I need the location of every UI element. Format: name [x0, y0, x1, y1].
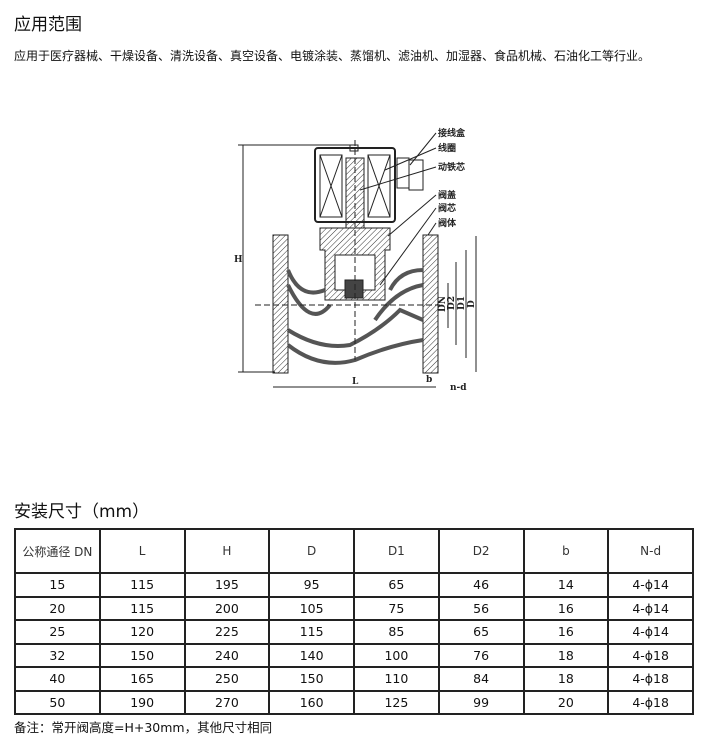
table-cell: 115: [268, 619, 355, 645]
table-cell: 75: [353, 595, 440, 621]
table-cell: 195: [183, 572, 271, 598]
table-cell: 140: [268, 642, 355, 668]
table-cell: 65: [437, 619, 525, 645]
header-cell: b: [522, 528, 610, 574]
table-cell: 120: [98, 619, 186, 645]
header-cell: N-d: [607, 528, 694, 574]
table-cell: 20: [14, 595, 101, 621]
table-cell: 16: [522, 595, 610, 621]
table-cell: 165: [98, 666, 186, 692]
table-cell: 4-ϕ14: [607, 619, 694, 645]
table-cell: 18: [522, 642, 610, 668]
table-cell: 76: [437, 642, 525, 668]
table-cell: 14: [522, 572, 610, 598]
table-cell: 4-ϕ14: [607, 595, 694, 621]
header-cell: 公称通径 DN: [14, 528, 101, 574]
table-cell: 160: [268, 689, 355, 715]
header-cell: L: [98, 528, 186, 574]
application-text: 应用于医疗器械、干燥设备、清洗设备、真空设备、电镀涂装、蒸馏机、滤油机、加湿器、…: [14, 49, 651, 63]
label-coil: 线圈: [438, 142, 456, 154]
table-cell: 110: [353, 666, 440, 692]
table-cell: 4-ϕ18: [607, 689, 694, 715]
table-cell: 150: [268, 666, 355, 692]
table-cell: 25: [14, 619, 101, 645]
label-plunger: 动铁芯: [438, 161, 465, 173]
table-cell: 240: [183, 642, 271, 668]
header-cell: D1: [353, 528, 440, 574]
section-title-application: 应用范围: [14, 15, 82, 35]
table-cell: 225: [183, 619, 271, 645]
table-cell: 200: [183, 595, 271, 621]
dim-D1: D1: [457, 296, 467, 310]
table-cell: 150: [98, 642, 186, 668]
table-cell: 95: [268, 572, 355, 598]
table-cell: 18: [522, 666, 610, 692]
table-cell: 4-ϕ18: [607, 666, 694, 692]
header-cell: D2: [437, 528, 525, 574]
dim-b: b: [426, 375, 432, 385]
dim-DN: DN: [438, 296, 448, 312]
dim-D: D: [467, 300, 477, 308]
table-cell: 16: [522, 619, 610, 645]
table-cell: 50: [14, 689, 101, 715]
table-cell: 250: [183, 666, 271, 692]
table-cell: 65: [353, 572, 440, 598]
table-cell: 85: [353, 619, 440, 645]
header-cell: D: [268, 528, 355, 574]
table-cell: 84: [437, 666, 525, 692]
label-body: 阀体: [438, 217, 457, 229]
label-spool: 阀芯: [438, 202, 456, 214]
table-cell: 115: [98, 595, 186, 621]
table-cell: 105: [268, 595, 355, 621]
table-cell: 56: [437, 595, 525, 621]
table-cell: 46: [437, 572, 525, 598]
table-cell: 100: [353, 642, 440, 668]
header-cell: H: [183, 528, 271, 574]
label-bonnet: 阀盖: [438, 189, 456, 201]
section-title-dimensions: 安装尺寸（mm）: [14, 502, 150, 522]
table-cell: 4-ϕ18: [607, 642, 694, 668]
table-cell: 115: [98, 572, 186, 598]
table-header-row: 公称通径 DN L H D D1 D2 b N-d: [14, 528, 694, 574]
table-cell: 99: [437, 689, 525, 715]
table-cell: 32: [14, 642, 101, 668]
table-note: 备注：常开阀高度=H+30mm，其他尺寸相同: [14, 720, 273, 735]
dim-H: H: [234, 255, 243, 265]
table-cell: 190: [98, 689, 186, 715]
table-cell: 4-ϕ14: [607, 572, 694, 598]
table-cell: 270: [183, 689, 271, 715]
dim-L: L: [352, 377, 359, 387]
table-cell: 20: [522, 689, 610, 715]
label-junction-box: 接线盒: [438, 127, 466, 139]
table-cell: 125: [353, 689, 440, 715]
table-cell: 40: [14, 666, 101, 692]
table-cell: 15: [14, 572, 101, 598]
valve-diagram: 接线盒 线圈 动铁芯 阀盖 阀芯 阀体 H L DN D2 D1 D b n-d: [234, 127, 477, 393]
dim-D2: D2: [447, 296, 457, 310]
dim-nd: n-d: [450, 383, 467, 393]
